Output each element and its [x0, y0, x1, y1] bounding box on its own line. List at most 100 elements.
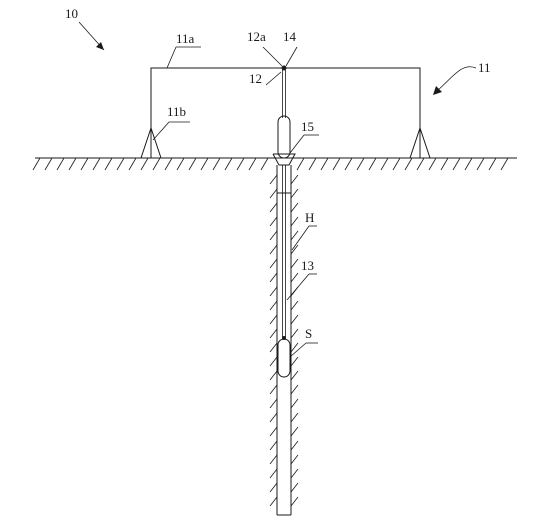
- ground-hatch-stroke: [92, 157, 101, 171]
- ground-hatch-stroke: [296, 157, 305, 171]
- pulley-point: [281, 65, 287, 71]
- leader-12: [265, 71, 282, 86]
- arrowhead-10: [96, 42, 104, 50]
- borehole-hatch-stroke-right: [290, 496, 299, 507]
- ground-hatch-stroke: [248, 157, 257, 171]
- casing-head-body: [277, 115, 291, 159]
- ground-hatch-stroke: [452, 157, 461, 171]
- label-11b: 11b: [167, 104, 186, 119]
- ground-hatch-stroke: [128, 157, 137, 171]
- ground-hatch-stroke: [380, 157, 389, 171]
- borehole-hatch-stroke-right: [290, 314, 299, 325]
- borehole-hatch-stroke-right: [290, 300, 299, 311]
- ground-hatch-stroke: [68, 157, 77, 171]
- label-13: 13: [301, 258, 314, 273]
- probe-body: [277, 338, 291, 378]
- label-11a: 11a: [176, 31, 195, 46]
- borehole-hatch-stroke-right: [290, 230, 299, 241]
- borehole-hatch-stroke-left: [269, 454, 278, 465]
- ground-hatch-stroke: [140, 157, 149, 171]
- borehole-hatch-stroke-right: [290, 468, 299, 479]
- borehole-hatch-stroke-left: [269, 258, 278, 269]
- borehole-hatch-stroke-right: [290, 454, 299, 465]
- ground-hatch-stroke: [212, 157, 221, 171]
- borehole-hatch-stroke-right: [290, 384, 299, 395]
- ground-hatch-stroke: [32, 157, 41, 171]
- leader-13: [286, 273, 310, 301]
- borehole-hatch-stroke-left: [269, 440, 278, 451]
- ground-hatch-stroke: [356, 157, 365, 171]
- ground-hatch-stroke: [404, 157, 413, 171]
- borehole-hatch-stroke-left: [269, 272, 278, 283]
- borehole-hatch-stroke-left: [269, 244, 278, 255]
- ground-hatch-stroke: [416, 157, 425, 171]
- leader-14: [285, 46, 298, 67]
- leader-11: [437, 66, 477, 91]
- borehole-hatch-stroke-left: [269, 412, 278, 423]
- ground-hatch-stroke: [152, 157, 161, 171]
- borehole-hatch-stroke-left: [269, 426, 278, 437]
- label-14: 14: [283, 29, 297, 44]
- ground-hatching: [32, 157, 509, 171]
- ground-hatch-stroke: [488, 157, 497, 171]
- ground-hatch-stroke: [344, 157, 353, 171]
- borehole-hatch-stroke-left: [269, 482, 278, 493]
- ground-hatch-stroke: [392, 157, 401, 171]
- ground-hatch-stroke: [464, 157, 473, 171]
- borehole-hatch-stroke-right: [290, 328, 299, 339]
- leader-15: [289, 134, 305, 154]
- ground-hatch-stroke: [332, 157, 341, 171]
- label-15: 15: [301, 119, 314, 134]
- ground-hatch-stroke: [224, 157, 233, 171]
- frame-leg-left: [140, 126, 162, 159]
- ground-hatch-stroke: [200, 157, 209, 171]
- borehole-hatch-stroke-left: [269, 202, 278, 213]
- borehole-hatch-stroke-right: [290, 188, 299, 199]
- borehole-hatch-stroke-left: [269, 314, 278, 325]
- ground-hatch-stroke: [80, 157, 89, 171]
- borehole-hatch-stroke-left: [269, 384, 278, 395]
- borehole-hatch-stroke-right: [290, 202, 299, 213]
- ground-hatch-stroke: [44, 157, 53, 171]
- borehole-hatch-stroke-left: [269, 230, 278, 241]
- borehole-hatch-stroke-right: [290, 412, 299, 423]
- borehole-hatch-stroke-right: [290, 482, 299, 493]
- ground-hatch-stroke: [500, 157, 509, 171]
- borehole-hatch-stroke-left: [269, 174, 278, 185]
- leader-H: [291, 225, 310, 251]
- arrowhead-11: [433, 86, 442, 95]
- label-12: 12: [249, 71, 262, 86]
- ground-hatch-stroke: [236, 157, 245, 171]
- borehole-hatch-stroke-right: [290, 440, 299, 451]
- ground-hatch-stroke: [164, 157, 173, 171]
- ground-hatch-stroke: [440, 157, 449, 171]
- leader-lines: [78, 21, 477, 358]
- ground-hatch-stroke: [368, 157, 377, 171]
- borehole-hatch-stroke-left: [269, 328, 278, 339]
- label-H: H: [305, 210, 314, 225]
- label-10: 10: [65, 6, 78, 21]
- borehole-hatch-stroke-left: [269, 468, 278, 479]
- borehole-hatch-stroke-right: [290, 258, 299, 269]
- casing-funnel: [272, 153, 296, 166]
- label-12a: 12a: [247, 29, 266, 44]
- borehole-hatching: [269, 174, 299, 507]
- borehole-hatch-stroke-right: [290, 272, 299, 283]
- leader-11b: [152, 121, 170, 141]
- leader-12a: [262, 46, 283, 67]
- borehole-hatch-stroke-right: [290, 216, 299, 227]
- borehole-hatch-stroke-left: [269, 496, 278, 507]
- borehole-hatch-stroke-right: [290, 342, 299, 353]
- borehole-hatch-stroke-right: [290, 370, 299, 381]
- label-S: S: [305, 326, 312, 341]
- label-11: 11: [478, 60, 491, 75]
- ground-hatch-stroke: [176, 157, 185, 171]
- borehole-hatch-stroke-right: [290, 244, 299, 255]
- borehole-hatch-stroke-left: [269, 216, 278, 227]
- borehole-hatch-stroke-left: [269, 188, 278, 199]
- borehole-hatch-stroke-right: [290, 398, 299, 409]
- ground-hatch-stroke: [428, 157, 437, 171]
- ground-hatch-stroke: [320, 157, 329, 171]
